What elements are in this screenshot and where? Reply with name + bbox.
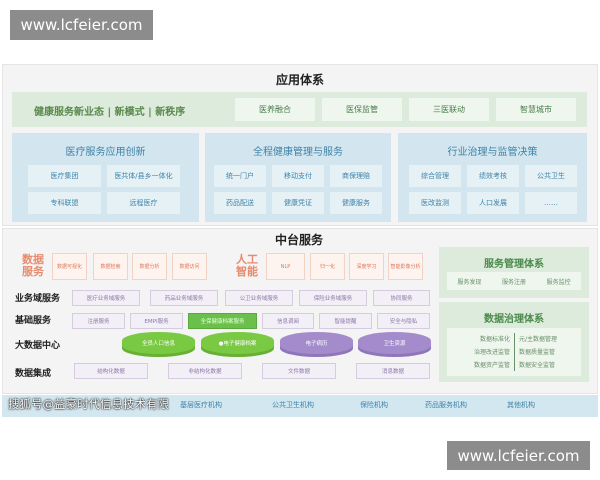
- service-mgmt-item: 服务注册: [501, 278, 526, 286]
- banner-item: 医养融合: [235, 98, 315, 121]
- row-item: 文件数据: [262, 363, 336, 379]
- panel-item: 医改监测: [409, 192, 461, 214]
- watermark-top: www.lcfeier.com: [10, 10, 153, 40]
- ai-item: 智能影像分析: [388, 253, 423, 280]
- panel-medical: 医疗服务应用创新 医疗集团 医共体/县乡一体化 专科联盟 远程医疗: [12, 133, 199, 222]
- data-gov-item: 元/主数据管理: [519, 336, 558, 343]
- institution: 保险机构: [360, 400, 388, 410]
- panel-item: 绩效考核: [467, 165, 519, 187]
- app-system-title: 应用体系: [275, 73, 324, 87]
- institution: 其他机构: [507, 400, 535, 410]
- row-item: 结构化数据: [74, 363, 148, 379]
- row-item: 公卫业务域服务: [225, 290, 293, 306]
- data-gov-panel: 数据治理体系 数据标准化 治理改进监管 数据资产监管 元/主数据管理 数据质量监…: [439, 302, 589, 382]
- database-cylinder: 卫生资源: [358, 332, 431, 354]
- data-gov-item: 数据标准化: [479, 336, 510, 343]
- row-item: 注册服务: [72, 313, 125, 329]
- panel-title: 全程健康管理与服务: [253, 147, 343, 158]
- panel-item: 健康凭证: [272, 192, 324, 214]
- institution: 公共卫生机构: [272, 400, 314, 410]
- row-item: 药品业务域服务: [150, 290, 218, 306]
- data-gov-item: 治理改进监管: [473, 349, 510, 356]
- panel-item: 公共卫生: [525, 165, 577, 187]
- sohu-watermark: 搜狐号@益豪时代信息技术有限: [8, 397, 169, 411]
- data-service-item: 数据可视化: [52, 253, 87, 280]
- panel-item: 商保理赔: [330, 165, 382, 187]
- panel-item: 远程医疗: [107, 192, 180, 214]
- panel-title: 医疗服务应用创新: [65, 147, 146, 158]
- panel-item: 医疗集团: [28, 165, 101, 187]
- divider: [514, 333, 515, 371]
- service-mgmt-panel: 服务管理体系 服务发现 服务注册 服务监控: [439, 247, 589, 298]
- panel-title: 行业治理与监管决策: [447, 147, 538, 158]
- data-service-item: 数据访问: [172, 253, 207, 280]
- ai-item: 归一化: [310, 253, 345, 280]
- data-gov-item: 数据质量监管: [519, 349, 556, 356]
- row-item: 非结构化数据: [168, 363, 242, 379]
- row-item: 消息数据: [356, 363, 430, 379]
- row-item-highlighted: 全保健康档案服务: [188, 313, 257, 329]
- panel-item: 统一门户: [214, 165, 266, 187]
- panel-item: 移动支付: [272, 165, 324, 187]
- institution: 基层医疗机构: [180, 400, 222, 410]
- panel-governance: 行业治理与监管决策 综合管理 绩效考核 公共卫生 医改监测 人口发展 ……: [398, 133, 587, 222]
- banner-item: 智慧城市: [496, 98, 576, 121]
- row-item: 安全与隐私: [377, 313, 430, 329]
- row-item: 保险业务域服务: [299, 290, 367, 306]
- panel-item: 专科联盟: [28, 192, 101, 214]
- panel-item: 药品配送: [214, 192, 266, 214]
- panel-item: 医共体/县乡一体化: [107, 165, 180, 187]
- banner-item: 医保监管: [322, 98, 402, 121]
- row-label: 基础服务: [15, 316, 52, 326]
- row-label: 业务域服务: [15, 294, 61, 304]
- data-gov-title: 数据治理体系: [484, 314, 544, 325]
- data-gov-item: 数据安全监管: [519, 362, 556, 369]
- database-cylinder: ●电子健康档案: [201, 332, 274, 354]
- database-cylinder: 电子病历: [280, 332, 353, 354]
- panel-item: ……: [525, 192, 577, 214]
- data-service-item: 数据分析: [132, 253, 167, 280]
- row-item: EMPI服务: [130, 313, 183, 329]
- service-mgmt-item: 服务监控: [546, 278, 571, 286]
- row-label: 数据集成: [15, 369, 52, 379]
- row-item: 医疗业务域服务: [72, 290, 140, 306]
- row-item: 信息调阅: [262, 313, 314, 329]
- panel-item: 人口发展: [467, 192, 519, 214]
- banner-item: 三医联动: [409, 98, 489, 121]
- service-mgmt-title: 服务管理体系: [484, 259, 544, 270]
- database-cylinder: 全员人口信息: [122, 332, 195, 354]
- row-item: 协同服务: [373, 290, 430, 306]
- row-label: 大数据中心: [15, 341, 61, 351]
- banner-text: 健康服务新业态 | 新模式 | 新秩序: [34, 107, 186, 118]
- institution: 药品服务机构: [425, 400, 467, 410]
- data-service-label: 数据服务: [22, 253, 44, 278]
- ai-item: 深度学习: [349, 253, 384, 280]
- panel-item: 健康服务: [330, 192, 382, 214]
- watermark-bottom: www.lcfeier.com: [447, 441, 590, 470]
- panel-health: 全程健康管理与服务 统一门户 移动支付 商保理赔 药品配送 健康凭证 健康服务: [205, 133, 391, 222]
- data-service-item: 数据检索: [93, 253, 128, 280]
- service-mgmt-item: 服务发现: [457, 278, 482, 286]
- middle-title: 中台服务: [275, 233, 324, 247]
- panel-item: 综合管理: [409, 165, 461, 187]
- ai-label: 人工智能: [236, 253, 258, 278]
- row-item: 智能提醒: [319, 313, 372, 329]
- ai-item: NLP: [266, 253, 305, 280]
- data-gov-item: 数据资产监管: [473, 362, 510, 369]
